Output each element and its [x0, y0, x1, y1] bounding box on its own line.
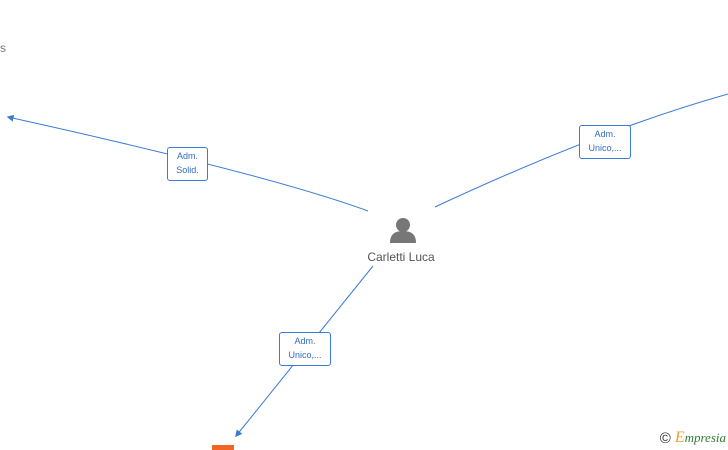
edge-label-right-line2: Unico,... [588, 143, 622, 153]
edge-label-bottom-line1: Adm. [294, 336, 316, 346]
edge-label-bottom[interactable]: Adm. Unico,... [279, 332, 331, 366]
edge-label-right[interactable]: Adm. Unico,... [579, 125, 631, 159]
edge-label-left[interactable]: Adm. Solid. [167, 147, 208, 181]
edge-left[interactable] [6, 114, 369, 212]
copyright-symbol: © [659, 429, 671, 447]
person-name-label[interactable]: Carletti Luca [367, 250, 435, 264]
brand-initial: E [674, 429, 685, 446]
company-node-icon[interactable] [212, 445, 234, 450]
edge-label-bottom-line2: Unico,... [288, 350, 322, 360]
person-icon[interactable] [390, 218, 416, 243]
brand-name: mpresia [684, 430, 726, 445]
edge-label-left-line1: Adm. [176, 151, 198, 161]
cut-off-label: s [0, 41, 6, 55]
edge-label-right-line1: Adm. [594, 129, 616, 139]
empresia-watermark: © E mpresia [660, 429, 726, 447]
edge-label-left-line2: Solid. [176, 165, 199, 175]
